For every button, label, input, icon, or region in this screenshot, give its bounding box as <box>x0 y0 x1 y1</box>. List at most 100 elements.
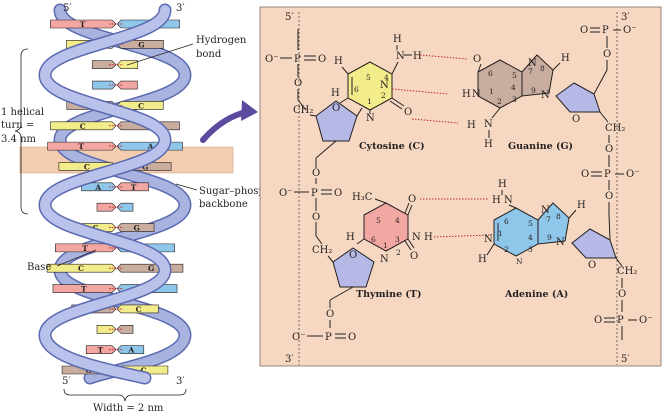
svg-text:5: 5 <box>512 71 517 80</box>
sugar-r1-ring-o: O <box>572 114 580 125</box>
phosphate-2-o-bridge-top: O <box>312 168 320 179</box>
thymine-methyl: H₃C <box>352 192 373 203</box>
right-base-block <box>116 304 159 314</box>
phosphate-1-p: P <box>294 54 301 65</box>
svg-text:9: 9 <box>531 86 536 95</box>
thymine-o4: O <box>408 194 416 205</box>
svg-text:9: 9 <box>547 233 552 242</box>
backbone-leader <box>175 183 198 191</box>
left-base-block <box>96 324 117 334</box>
svg-text:N: N <box>516 257 523 266</box>
adenine-five-ring <box>537 202 570 245</box>
right-backbone: O P O⁻ O O CH₂ O O P O⁻ O <box>555 25 652 340</box>
svg-text:4: 4 <box>511 83 516 92</box>
svg-text:2: 2 <box>381 91 386 100</box>
svg-text:6: 6 <box>354 85 359 94</box>
svg-text:N: N <box>484 234 493 245</box>
phosphate-r3-o-bridge: O <box>618 289 626 300</box>
svg-text:N: N <box>380 254 389 265</box>
svg-text:H: H <box>492 195 501 206</box>
svg-text:N: N <box>472 89 481 100</box>
base-pair-rung <box>91 60 139 70</box>
svg-text:H: H <box>346 232 355 243</box>
sugar-r2-ch2: CH₂ <box>617 266 637 277</box>
svg-text:4: 4 <box>384 73 389 82</box>
svg-text:N: N <box>556 237 565 248</box>
width-label: Width = 2 nm <box>93 403 164 414</box>
svg-text:4: 4 <box>528 233 533 242</box>
svg-text:N: N <box>366 113 375 124</box>
detail-panel: 5′ 3′ 3′ 5′ O⁻ P O O CH₂ O O <box>259 6 662 367</box>
phosphate-r3-p: P <box>617 315 624 326</box>
svg-text:1: 1 <box>489 87 494 96</box>
sugar-1-ch2: CH₂ <box>293 105 313 116</box>
svg-text:H: H <box>331 88 340 99</box>
svg-text:1: 1 <box>367 97 372 106</box>
base-pair-rung <box>92 80 138 90</box>
right-base-letter: A <box>127 346 134 355</box>
right-base-block <box>116 80 138 90</box>
phosphate-1-o-double: O <box>318 54 326 65</box>
svg-text:8: 8 <box>556 212 561 221</box>
svg-text:5: 5 <box>366 73 371 82</box>
adenine-name: Adenine (A) <box>504 289 568 300</box>
base-pair-rung <box>96 324 134 334</box>
svg-text:H: H <box>393 34 402 45</box>
right-base-block <box>116 324 134 334</box>
right-base-letter: C <box>136 305 142 314</box>
sugar-1-ring-o: O <box>332 103 340 114</box>
svg-text:N: N <box>380 80 389 91</box>
left-base-block <box>52 284 117 293</box>
phosphate-2-p: P <box>311 188 318 199</box>
sugar-2-ring-o: O <box>349 250 357 261</box>
phosphate-r2-o-minus: O⁻ <box>626 169 639 180</box>
helix-bottom-left-end: 5′ <box>62 376 71 387</box>
phosphate-r1-o-double: O <box>580 25 588 36</box>
svg-text:2: 2 <box>497 97 502 106</box>
deoxyribose-sugar-r1 <box>555 82 601 113</box>
backbone-label-line2: backbone <box>199 199 248 210</box>
svg-text:7: 7 <box>528 67 533 76</box>
right-base-block <box>116 202 134 212</box>
deoxyribose-sugar-2 <box>332 247 375 288</box>
sugar-r2-ring-o: O <box>588 260 596 271</box>
svg-text:3: 3 <box>528 245 533 254</box>
phosphate-2-o-minus: O⁻ <box>279 188 292 199</box>
phosphate-r3-o-minus: O⁻ <box>639 315 652 326</box>
left-base-letter: C <box>78 264 84 273</box>
adenine-base: H H N N H 6 1 2 N 3 4 5 N 7 8 H N 9 Aden… <box>478 179 586 300</box>
deoxyribose-sugar-r2 <box>571 228 617 259</box>
right-base-block <box>116 345 145 354</box>
helix-top-left-end: 5′ <box>63 3 72 14</box>
base-leader <box>56 249 97 267</box>
svg-text:N: N <box>541 90 550 101</box>
svg-text:H: H <box>484 139 493 150</box>
phosphate-3-o-double: O <box>348 332 356 343</box>
detail-panel-background <box>259 6 662 367</box>
phosphate-r2-o-bridge-bottom: O <box>605 191 613 202</box>
svg-text:H: H <box>334 56 343 67</box>
phosphate-3-p: P <box>325 332 332 343</box>
phosphate-r3-o-double: O <box>594 315 602 326</box>
svg-text:N: N <box>396 51 405 62</box>
phosphate-r1-o-bridge: O <box>603 49 611 60</box>
phosphate-r1-p: P <box>602 25 609 36</box>
phosphate-2-o-bridge-bottom: O <box>312 212 320 223</box>
guanine-name: Guanine (G) <box>508 141 573 152</box>
hydrogen-bond-label-line1: Hydrogen <box>196 35 247 46</box>
left-base-block <box>92 80 117 90</box>
right-base-letter: T <box>131 183 137 192</box>
left-base-block <box>50 19 117 29</box>
phosphate-3-o-minus: O⁻ <box>292 332 305 343</box>
helical-turn-brace <box>14 48 29 215</box>
svg-text:6: 6 <box>504 217 509 226</box>
left-base-block <box>81 182 117 192</box>
cytosine-name: Cytosine (C) <box>359 141 425 152</box>
svg-text:H: H <box>424 232 433 243</box>
helix-bottom-right-end: 3′ <box>176 376 185 387</box>
backbone-strand-back-fill <box>54 5 191 383</box>
svg-text:2: 2 <box>504 245 509 254</box>
